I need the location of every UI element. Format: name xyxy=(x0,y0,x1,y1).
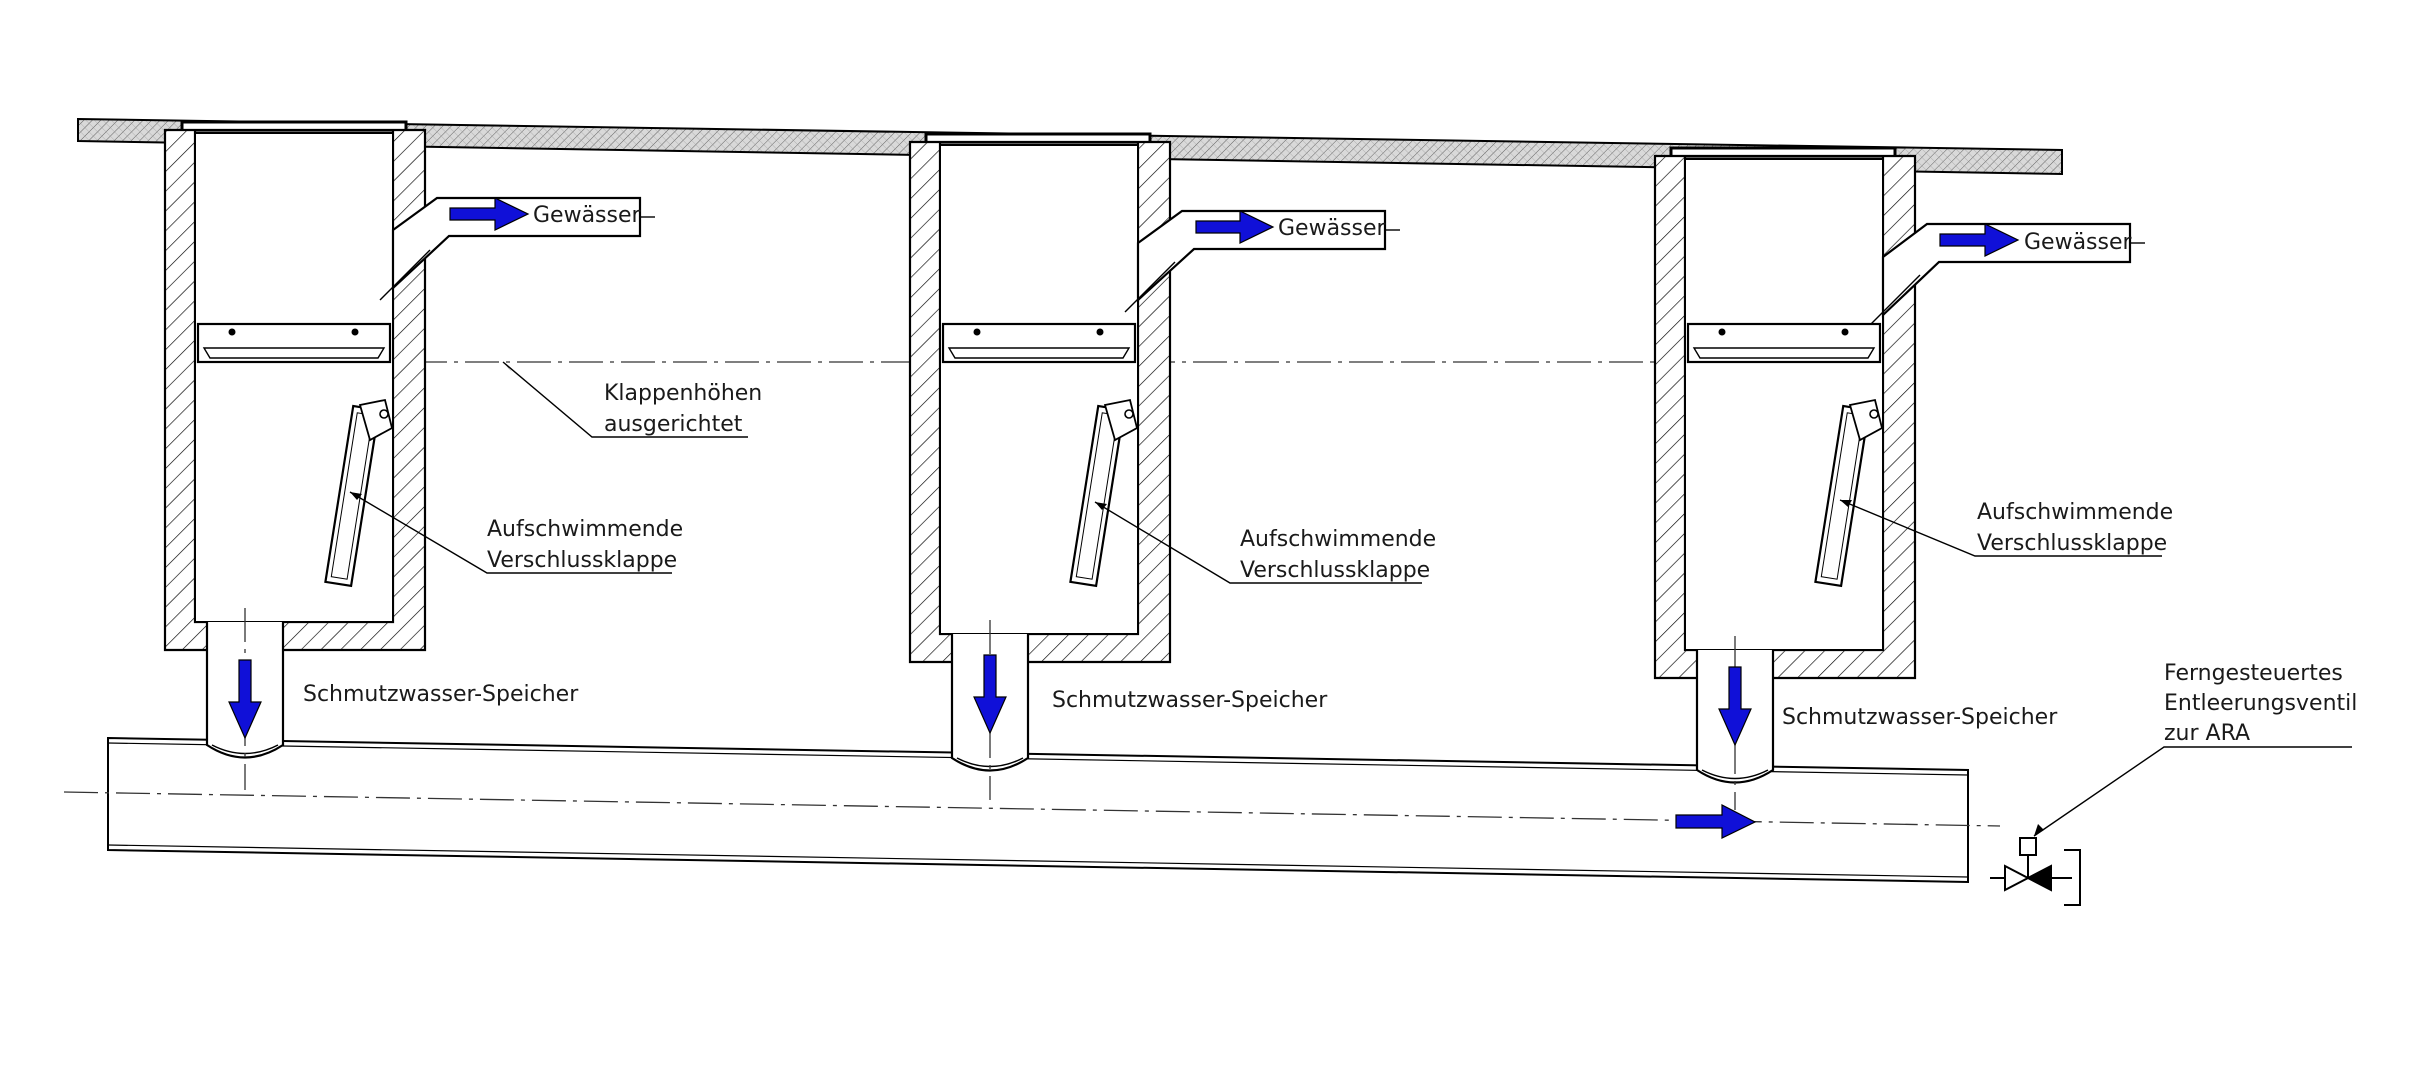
storage-label-1: Schmutzwasser-Speicher xyxy=(303,682,579,707)
storage-label-3: Schmutzwasser-Speicher xyxy=(1782,705,2058,730)
chamber-2 xyxy=(908,132,1400,800)
floating-flap-label-3b: Verschlussklappe xyxy=(1977,531,2167,556)
remote-drain-valve xyxy=(1990,837,2081,906)
flow-arrow-down-icon xyxy=(228,659,262,740)
chamber-cover xyxy=(924,132,1152,147)
chamber-cover xyxy=(1669,146,1897,161)
flap-alignment-line-1: Klappenhöhen xyxy=(604,381,762,406)
floating-flap-label-2b: Verschlussklappe xyxy=(1240,558,1430,583)
valve-label-line-2: Entleerungsventil xyxy=(2164,691,2357,716)
floating-flap-label-1b: Verschlussklappe xyxy=(487,548,677,573)
valve-label-line-3: zur ARA xyxy=(2164,721,2250,746)
flow-arrow-down-icon xyxy=(973,654,1007,735)
flow-arrow-right-icon xyxy=(1195,210,1275,244)
flow-arrow-right-icon xyxy=(449,197,530,231)
floating-flap-label-3a: Aufschwimmende xyxy=(1977,500,2173,525)
floating-flap-label-2a: Aufschwimmende xyxy=(1240,527,1436,552)
flap-alignment-line-2: ausgerichtet xyxy=(604,412,743,437)
floating-flap-label-1a: Aufschwimmende xyxy=(487,517,683,542)
leader-arrowheads xyxy=(350,362,2044,836)
chamber-cover xyxy=(180,120,408,135)
outlet-label-3: Gewässer xyxy=(2024,230,2133,255)
storage-label-2: Schmutzwasser-Speicher xyxy=(1052,688,1328,713)
flow-arrow-right-icon xyxy=(1939,223,2020,257)
outlet-label-2: Gewässer xyxy=(1278,216,1387,241)
outlet-label-1: Gewässer xyxy=(533,203,642,228)
flow-arrows xyxy=(228,197,2020,839)
leader-lines xyxy=(349,361,2352,837)
chamber-3 xyxy=(1653,146,2145,810)
valve-label-line-1: Ferngesteuertes xyxy=(2164,661,2343,686)
flow-arrow-down-icon xyxy=(1718,666,1752,747)
collector-pipe xyxy=(63,736,2001,884)
flow-arrow-right-icon xyxy=(1675,804,1757,839)
